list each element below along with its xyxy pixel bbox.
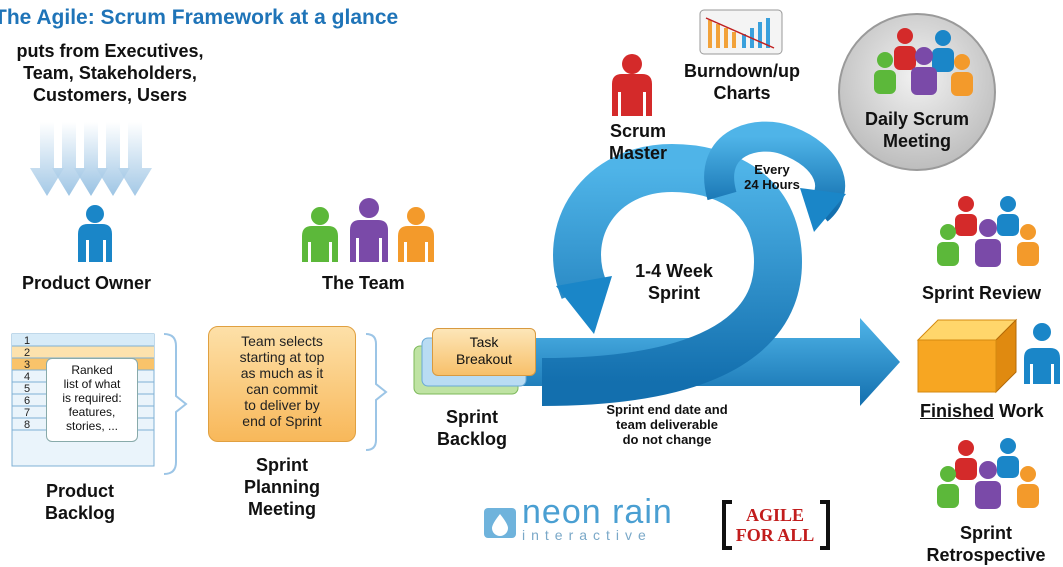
- backlog-number: 5: [24, 383, 31, 395]
- backlog-number: 4: [24, 371, 31, 383]
- sprint-end-line-1: Sprint end date and: [606, 402, 728, 417]
- scrum-master-person-icon: [612, 54, 652, 116]
- task-breakout-card: Task Breakout: [432, 328, 536, 376]
- ranked-list-note: Ranked list of what is required: feature…: [46, 358, 138, 442]
- every-24-line-1: Every: [754, 162, 790, 177]
- backlog-number: 3: [24, 359, 31, 371]
- finished-work-label: Finished Work: [920, 400, 1044, 422]
- ranked-line: list of what: [63, 377, 121, 391]
- scrum-master-line-2: Master: [608, 143, 668, 163]
- agile-line-2: FOR ALL: [735, 525, 815, 545]
- product-owner-person-icon: [78, 205, 112, 262]
- burndown-label: Burndown/up Charts: [680, 60, 804, 104]
- the-team-label: The Team: [322, 273, 405, 293]
- sprint-end-line-2: team deliverable: [616, 417, 718, 432]
- sprint-loop-arrow: [541, 143, 803, 406]
- team-persons-icon: [302, 198, 434, 262]
- ranked-line: is required:: [62, 391, 122, 405]
- ranked-line: Ranked: [71, 363, 113, 377]
- backlog-number: 2: [24, 347, 31, 359]
- scrum-master-line-1: Scrum: [609, 121, 667, 141]
- product-backlog-label: Product Backlog: [20, 480, 140, 524]
- finished-work-person-icon: [1024, 323, 1060, 384]
- sprint-backlog-line-1: Sprint: [446, 407, 498, 427]
- sprint-end-note: Sprint end date and team deliverable do …: [572, 402, 762, 447]
- product-owner-label: Product Owner: [22, 273, 152, 293]
- planning-line: end of Sprint: [242, 413, 322, 429]
- burndown-chart-icon: [699, 9, 783, 55]
- sprint-loop-label: 1-4 Week Sprint: [624, 260, 724, 304]
- planning-label-3: Meeting: [247, 499, 316, 519]
- planning-label-1: Sprint: [256, 455, 308, 475]
- planning-line: to deliver by: [244, 397, 320, 413]
- every-24-line-2: 24 Hours: [744, 177, 800, 192]
- inputs-line-1: puts from Executives,: [16, 41, 204, 61]
- sprint-backlog-line-2: Backlog: [436, 429, 508, 449]
- every-24-hours-label: Every 24 Hours: [730, 162, 814, 192]
- finished-rest: Work: [994, 401, 1044, 421]
- sprint-review-label: Sprint Review: [922, 283, 1042, 303]
- sprint-retro-people-icon: [937, 438, 1039, 509]
- product-backlog-line-2: Backlog: [44, 503, 116, 523]
- daily-scrum-people-icon: [874, 28, 973, 96]
- backlog-number: 7: [24, 407, 31, 419]
- finished-work-box-icon: [916, 318, 1018, 394]
- planning-line: can commit: [246, 381, 318, 397]
- finished-underlined: Finished: [920, 401, 995, 421]
- burndown-line-2: Charts: [713, 83, 771, 103]
- ranked-line: stories, ...: [65, 419, 118, 433]
- backlog-number: 1: [24, 335, 31, 347]
- scrum-master-label: Scrum Master: [598, 120, 678, 164]
- planning-line: as much as it: [240, 365, 324, 381]
- sprint-planning-label: Sprint Planning Meeting: [222, 454, 342, 520]
- agile-for-all-logo-icon: [722, 500, 830, 550]
- neon-rain-logo-subtext: interactive: [522, 527, 652, 543]
- backlog-number: 6: [24, 395, 31, 407]
- task-line-1: Task: [469, 334, 499, 350]
- page-title: The Agile: Scrum Framework at a glance: [0, 6, 399, 29]
- backlog-number: 8: [24, 419, 31, 431]
- product-backlog-line-1: Product: [45, 481, 114, 501]
- planning-box: Team selects starting at top as much as …: [208, 326, 356, 442]
- daily-scrum-label: Daily Scrum Meeting: [858, 108, 976, 152]
- sprint-loop-line-2: Sprint: [648, 283, 700, 303]
- neon-rain-logo-text: neon rain: [522, 493, 673, 531]
- ranked-line: features,: [68, 405, 116, 419]
- planning-line: Team selects: [241, 333, 323, 349]
- daily-scrum-line-1: Daily Scrum: [864, 109, 970, 129]
- planning-label-2: Planning: [244, 477, 320, 497]
- task-line-2: Breakout: [455, 351, 513, 367]
- planning-line: starting at top: [239, 349, 325, 365]
- sprint-retro-line-1: Sprint: [960, 523, 1012, 543]
- sprint-retro-line-2: Retrospective: [926, 545, 1046, 565]
- inputs-label: puts from Executives, Team, Stakeholders…: [0, 40, 230, 106]
- daily-loop-arrow: [704, 121, 846, 232]
- inputs-line-2: Team, Stakeholders,: [23, 63, 197, 83]
- burndown-line-1: Burndown/up: [684, 61, 800, 81]
- inputs-arrows: [30, 122, 152, 196]
- sprint-end-line-3: do not change: [622, 432, 712, 447]
- neon-rain-logo-icon: [484, 508, 516, 538]
- sprint-backlog-label: Sprint Backlog: [420, 406, 524, 450]
- inputs-line-3: Customers, Users: [32, 85, 188, 105]
- daily-scrum-line-2: Meeting: [882, 131, 951, 151]
- sprint-loop-line-1: 1-4 Week: [635, 261, 713, 281]
- sprint-review-people-icon: [937, 196, 1039, 267]
- sprint-retro-label: Sprint Retrospective: [916, 522, 1056, 566]
- agile-for-all-logo: AGILE FOR ALL: [723, 500, 827, 550]
- planning-bracket: [365, 333, 388, 451]
- agile-line-1: AGILE: [745, 505, 805, 525]
